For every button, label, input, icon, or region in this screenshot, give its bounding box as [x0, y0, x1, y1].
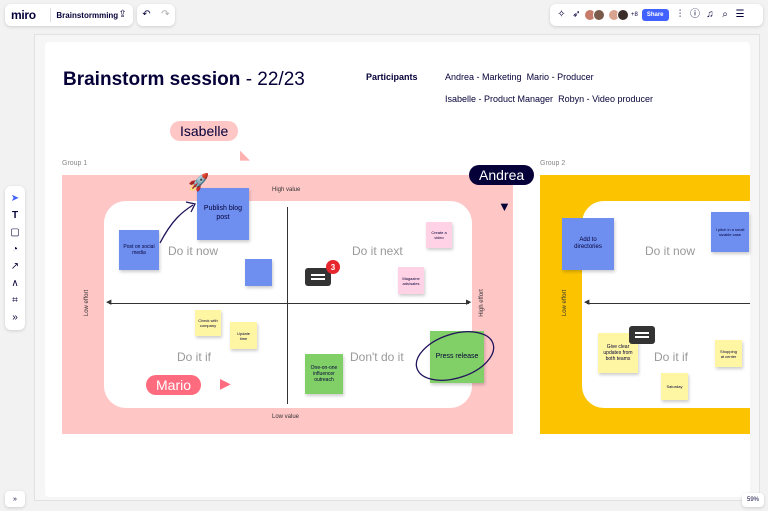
sticky-note[interactable]: Create a video	[426, 222, 452, 248]
avatar[interactable]	[617, 9, 629, 21]
cursor-label-andrea: Andrea	[469, 165, 535, 185]
search-icon[interactable]: ⌕	[722, 9, 728, 20]
arrow-left-icon: ◀	[106, 299, 112, 306]
sticky-note[interactable]	[245, 259, 272, 286]
quadrant-do-it-next: Do it next	[352, 244, 403, 258]
avatar[interactable]	[593, 9, 605, 21]
page-title: Brainstorm session - 22/23	[63, 69, 305, 91]
participant: Andrea - Marketing	[445, 72, 522, 82]
shapes-icon[interactable]: ◔	[11, 243, 19, 255]
collaboration-bar: ✧ ➶ +8 Share ⫶ ⓘ ♫ ⌕ ☰	[550, 4, 763, 26]
quadrant-do-it-now: Do it now	[168, 244, 219, 258]
settings-sliders-icon[interactable]: ⫶	[678, 9, 682, 20]
more-tools-icon[interactable]: »	[12, 311, 18, 323]
sticky-note[interactable]: Saturday	[661, 373, 688, 400]
participant: Mario - Producer	[526, 72, 594, 82]
participants-label: Participants	[366, 72, 418, 82]
sticky-note[interactable]: One-on-one influencer outreach	[305, 354, 343, 394]
cursor-arrow-icon: ▶	[220, 375, 231, 391]
group-2-label: Group 2	[540, 160, 566, 167]
sticky-note-icon[interactable]: ▢	[10, 226, 20, 238]
board-name[interactable]: Brainstormming	[56, 10, 119, 20]
avatar-count[interactable]: +8	[631, 12, 638, 18]
title-text: Brainstorm session	[63, 69, 241, 90]
comment-icon[interactable]	[305, 268, 331, 286]
quadrant-do-it-if: Do it if	[177, 350, 212, 364]
rocket-icon[interactable]: ➶	[572, 9, 581, 20]
title-date: - 22/23	[245, 69, 305, 90]
horizontal-axis	[109, 303, 469, 304]
connector-icon[interactable]: ↗	[10, 260, 20, 272]
quadrant-dont-do-it: Don't do it	[350, 350, 404, 364]
share-button[interactable]: Share	[641, 9, 669, 21]
quadrant-do-it-if: Do it if	[654, 350, 689, 364]
pen-icon[interactable]: ∧	[11, 277, 19, 289]
sticky-note[interactable]: I pitch in a small sizable case	[711, 212, 749, 252]
vertical-axis	[287, 207, 288, 404]
cursor-icon[interactable]: ➤	[10, 192, 20, 204]
sticky-note[interactable]: Magazine ads/sales	[398, 267, 424, 294]
participant: Robyn - Video producer	[558, 94, 653, 104]
low-value-label: Low value	[272, 414, 300, 420]
text-icon[interactable]: T	[11, 209, 19, 221]
frame-icon[interactable]: ⌗	[12, 294, 18, 306]
help-icon[interactable]: ⓘ	[690, 9, 701, 20]
sticky-note[interactable]: Publish blog post	[197, 188, 249, 240]
cursor-arrow-icon: ◣	[240, 147, 250, 162]
sticky-note[interactable]: Check with company	[195, 310, 221, 336]
board-header: miro Brainstormming ⇪	[5, 4, 133, 26]
group-1-label: Group 1	[62, 160, 88, 167]
sticky-note[interactable]: Post on social media	[119, 230, 159, 270]
collapse-panel-icon[interactable]: »	[5, 491, 25, 507]
miro-logo[interactable]: miro	[11, 8, 36, 22]
upload-icon[interactable]: ⇪	[118, 9, 127, 20]
sticky-note[interactable]: Add to directories	[562, 218, 614, 270]
undo-icon[interactable]: ↶	[142, 9, 151, 20]
matrix-area[interactable]	[104, 201, 472, 408]
high-value-label: High value	[272, 187, 301, 193]
rocket-sticker-icon[interactable]: 🚀	[188, 173, 210, 192]
bell-icon[interactable]: ♫	[706, 9, 714, 20]
cursor-arrow-icon: ▼	[498, 199, 511, 214]
menu-icon[interactable]: ☰	[735, 9, 745, 20]
arrow-right-icon: ▶	[466, 299, 472, 306]
divider	[49, 8, 51, 22]
cursor-label-isabelle: Isabelle	[170, 121, 239, 141]
cursor-label-mario: Mario	[146, 375, 202, 395]
horizontal-axis	[587, 303, 750, 304]
reactions-icon[interactable]: ✧	[557, 9, 566, 20]
sticky-note[interactable]: Press release	[430, 331, 484, 383]
sticky-note[interactable]: Shopping at center	[715, 340, 742, 367]
zoom-level[interactable]: 59%	[741, 493, 764, 507]
redo-icon[interactable]: ↷	[161, 9, 170, 20]
comment-icon[interactable]	[629, 326, 655, 344]
arrow-left-icon: ◀	[584, 299, 590, 306]
left-toolbar: ➤ T ▢ ◔ ↗ ∧ ⌗ »	[5, 186, 25, 330]
comment-count-badge: 3	[326, 260, 340, 274]
participants-line-1: Andrea - Marketing Mario - Producer	[445, 72, 594, 82]
quadrant-do-it-now: Do it now	[645, 244, 696, 258]
low-effort-label: Low effort	[562, 289, 569, 317]
sticky-note[interactable]: Update time	[230, 322, 257, 349]
participant: Isabelle - Product Manager	[445, 94, 554, 104]
participants-line-2: Isabelle - Product Manager Robyn - Video…	[445, 94, 653, 104]
undo-redo-bar: ↶ ↷	[137, 4, 175, 26]
